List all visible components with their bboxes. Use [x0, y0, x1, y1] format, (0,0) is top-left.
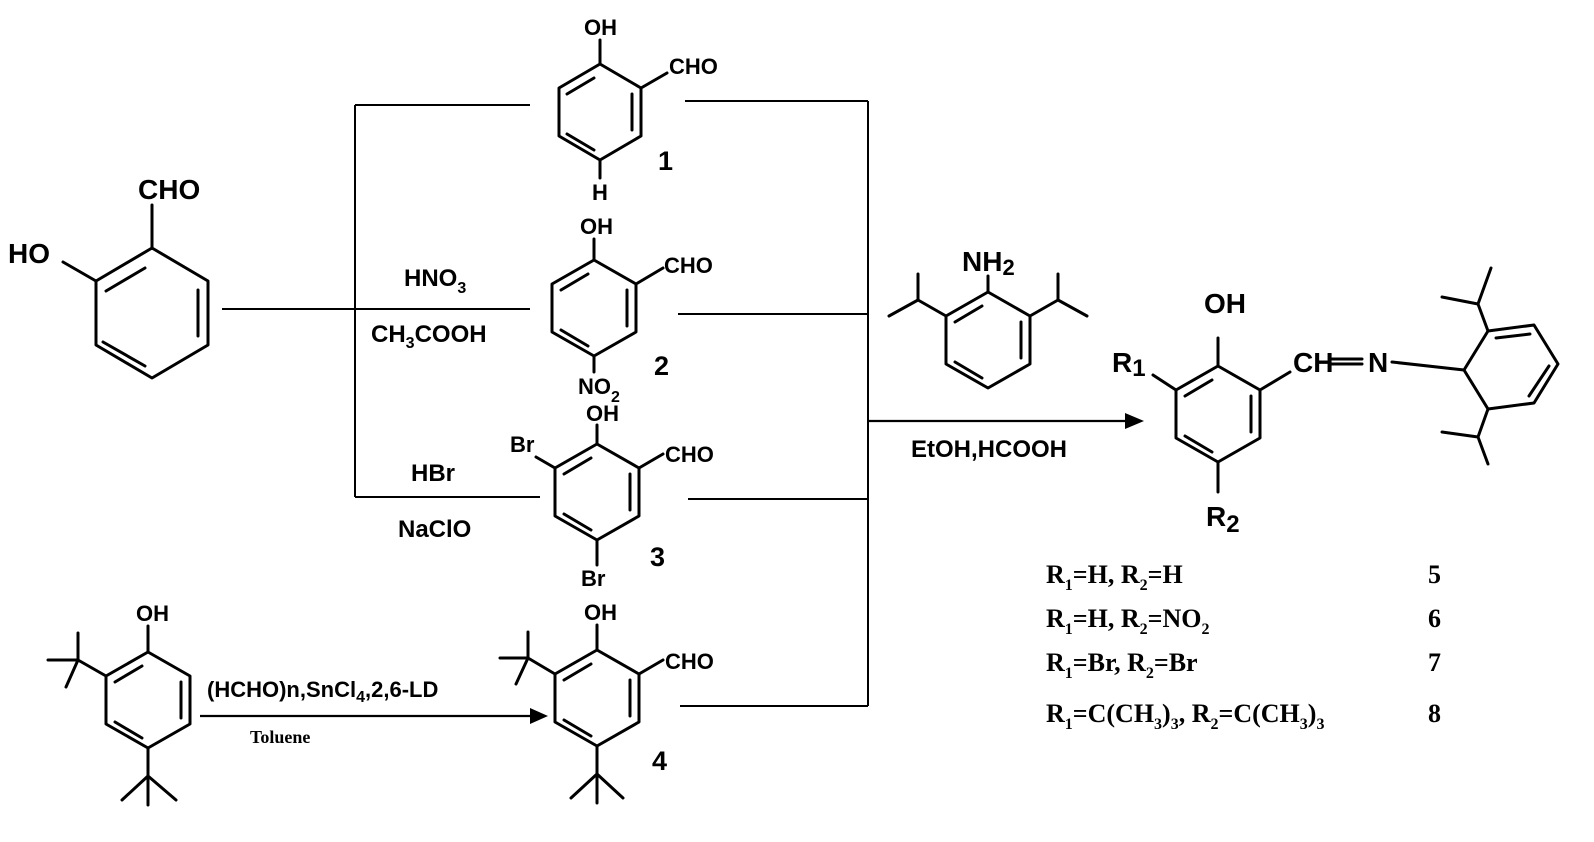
substituent-table: R1=H, R2=H 5 R1=H, R2=NO2 6 R1=Br, R2=Br…: [1046, 560, 1441, 733]
salicylaldehyde-structure: CHO HO: [8, 174, 210, 380]
r1-label: R1: [1112, 347, 1146, 382]
product-row-7: R1=Br, R2=Br: [1046, 648, 1198, 682]
cho-label: CHO: [138, 174, 200, 205]
br-label: Br: [510, 432, 535, 457]
cho-label: CHO: [665, 649, 714, 674]
cho-label: CHO: [665, 442, 714, 467]
schiff-base-product-structure: OH R1 CH N R2: [1112, 266, 1560, 538]
ho-label: HO: [8, 238, 50, 269]
product-number-8: 8: [1428, 699, 1441, 728]
product-row-8: R1=C(CH3)3, R2=C(CH3)3: [1046, 699, 1324, 733]
product-row-5: R1=H, R2=H: [1046, 560, 1183, 594]
reagent-hno3: HNO3: [404, 265, 466, 297]
di-tert-butylphenol-structure: OH: [46, 601, 192, 807]
compound-number-2: 2: [654, 351, 669, 381]
no2-label: NO2: [578, 374, 620, 406]
product-row-6: R1=H, R2=NO2: [1046, 604, 1209, 638]
oh-label: OH: [584, 600, 617, 625]
reagent-labels: HNO3 CH3COOH HBr NaClO (HCHO)n,SnCl4,2,6…: [207, 265, 1067, 747]
compound-number-4: 4: [652, 746, 667, 776]
h-label: H: [592, 180, 608, 205]
product-number-7: 7: [1428, 648, 1441, 677]
compound-2-structure: OH CHO NO2 2: [550, 214, 713, 406]
r2-label: R2: [1206, 501, 1240, 538]
reagent-formylation: (HCHO)n,SnCl4,2,6-LD: [207, 677, 438, 706]
product-number-5: 5: [1428, 560, 1441, 589]
condensation-arrow: [868, 413, 1144, 429]
cho-label: CHO: [664, 253, 713, 278]
compound-3-structure: OH CHO Br Br 3: [510, 401, 714, 591]
formylation-arrow: [200, 708, 548, 724]
compound-number-1: 1: [658, 146, 673, 176]
compound-1-structure: OH CHO H 1: [557, 15, 718, 205]
n-label: N: [1368, 347, 1388, 378]
br-label: Br: [581, 566, 606, 591]
nh2-label: NH2: [962, 246, 1015, 280]
oh-label: OH: [580, 214, 613, 239]
oh-label: OH: [136, 601, 169, 626]
compound-number-3: 3: [650, 542, 665, 572]
oh-label: OH: [584, 15, 617, 40]
solvent-toluene: Toluene: [250, 727, 310, 747]
reagent-ch3cooh: CH3COOH: [371, 321, 487, 352]
branch-lines: [222, 100, 869, 707]
product-number-6: 6: [1428, 604, 1441, 633]
oh-label: OH: [586, 401, 619, 426]
reagent-naclo: NaClO: [398, 516, 471, 543]
reagent-hbr: HBr: [411, 460, 455, 487]
oh-label: OH: [1204, 288, 1246, 319]
ch-label: CH: [1293, 347, 1333, 378]
compound-4-structure: OH CHO 4: [498, 600, 714, 805]
cho-label: CHO: [669, 54, 718, 79]
diisopropylaniline-structure: NH2: [887, 246, 1089, 390]
reagent-etoh-hcooh: EtOH,HCOOH: [911, 436, 1067, 463]
